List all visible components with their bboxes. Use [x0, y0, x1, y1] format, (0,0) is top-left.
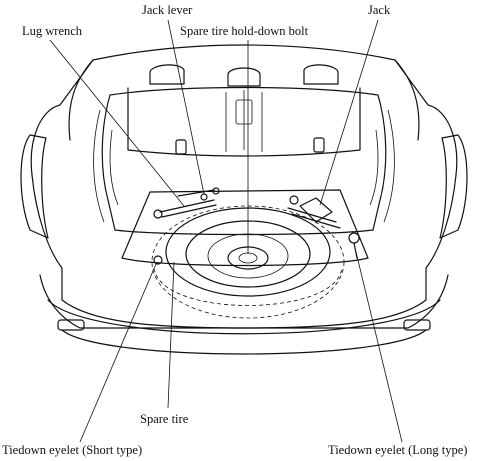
- tiedown-long-label: Tiedown eyelet (Long type): [328, 443, 467, 457]
- leader-tiedown-long: [355, 251, 403, 443]
- jack-shape: [287, 195, 341, 229]
- leader-tiedown-short: [79, 263, 157, 443]
- leader-lines: [49, 19, 403, 443]
- spare-tire-label: Spare tire: [140, 412, 189, 426]
- tiedown-eyelet-long-shape: [348, 232, 360, 259]
- jack-label: Jack: [368, 3, 391, 17]
- leader-lug-wrench: [49, 39, 185, 207]
- lug-wrench-label: Lug wrench: [22, 24, 83, 38]
- leader-spare-tire: [167, 261, 175, 409]
- rear-seats: [127, 64, 361, 157]
- hold-down-bolt-label: Spare tire hold-down bolt: [180, 24, 309, 38]
- leader-jack-lever: [167, 19, 205, 195]
- jack-lever-shape: [177, 187, 220, 201]
- tiedown-short-label: Tiedown eyelet (Short type): [2, 443, 142, 457]
- leader-jack: [319, 19, 379, 206]
- vehicle-body: [20, 44, 468, 355]
- lug-wrench-shape: [153, 199, 217, 219]
- cargo-floor: [121, 189, 369, 267]
- tiedown-eyelet-short-shape: [153, 255, 163, 265]
- jack-lever-label: Jack lever: [142, 3, 193, 17]
